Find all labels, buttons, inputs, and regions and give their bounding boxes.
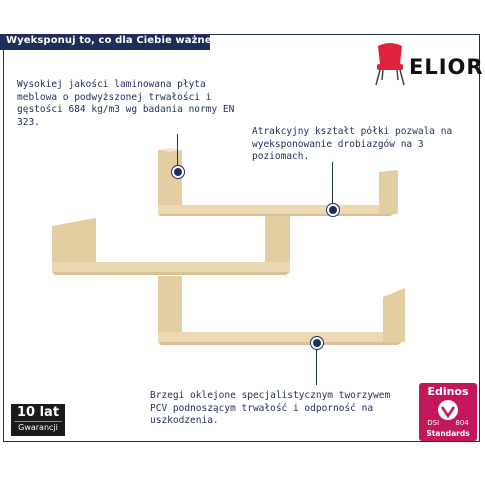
content-frame bbox=[3, 34, 480, 442]
certificate-code-right: 804 bbox=[455, 419, 469, 427]
certificate-seal-icon bbox=[438, 400, 458, 420]
certificate-code-left: DSI bbox=[427, 419, 440, 427]
brand-name: ELIOR bbox=[409, 55, 484, 79]
chair-icon bbox=[375, 43, 405, 86]
warranty-badge: 10 lat Gwarancji bbox=[11, 404, 65, 436]
pointer-dot-material bbox=[172, 166, 184, 178]
certificate-badge: Edinos DSI 804 Standards bbox=[419, 383, 477, 441]
warranty-label: Gwarancji bbox=[14, 421, 62, 433]
pointer-line-edges bbox=[316, 345, 317, 385]
certificate-label: Standards bbox=[426, 429, 470, 438]
pointer-dot-edges bbox=[311, 337, 323, 349]
callout-shape: Atrakcyjny kształt półki pozwala na wyek… bbox=[252, 126, 453, 162]
certificate-codes: DSI 804 bbox=[419, 419, 477, 427]
header-bar bbox=[0, 34, 210, 50]
brand-logo bbox=[372, 42, 482, 86]
warranty-years: 10 lat bbox=[16, 405, 60, 420]
pointer-line-material bbox=[177, 134, 178, 170]
callout-material: Wysokiej jakości laminowana płyta meblow… bbox=[17, 79, 235, 128]
certificate-name: Edinos bbox=[427, 385, 469, 398]
pointer-line-shape bbox=[332, 162, 333, 204]
callout-edges: Brzegi oklejone specjalistycznym tworzyw… bbox=[150, 390, 391, 426]
header-title: Wyeksponuj to, co dla Ciebie ważne bbox=[6, 35, 212, 46]
pointer-dot-shape bbox=[327, 204, 339, 216]
